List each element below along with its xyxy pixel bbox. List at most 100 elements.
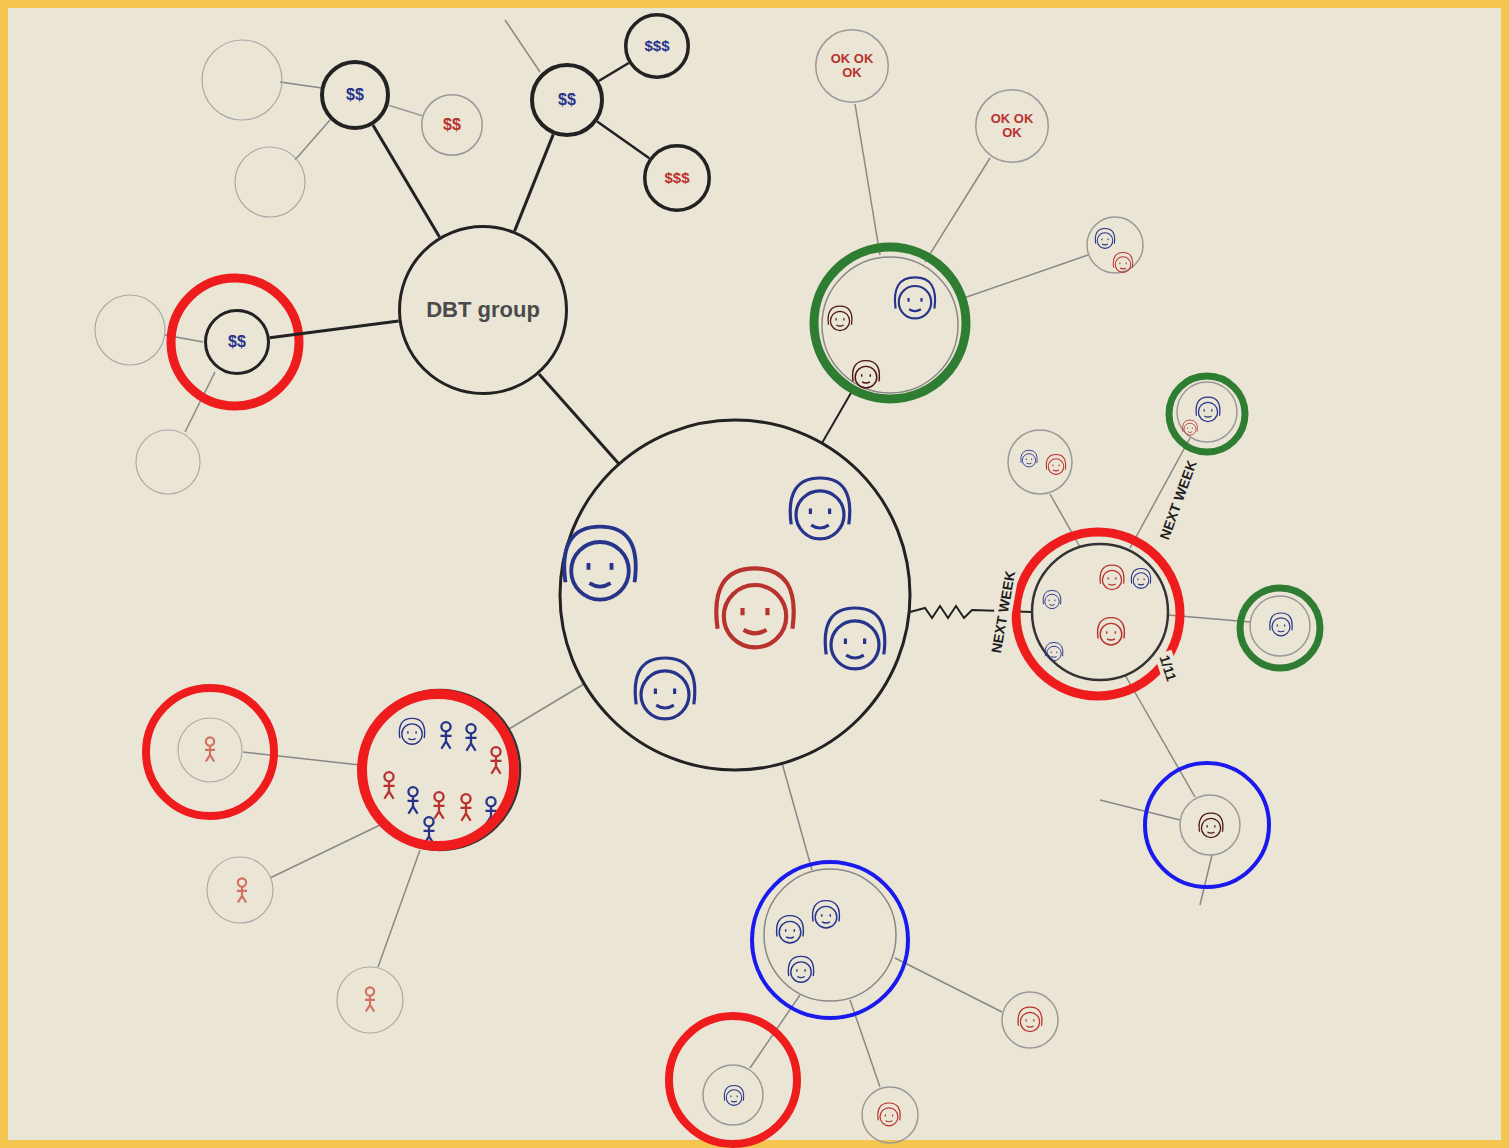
face-drawing	[1199, 813, 1223, 837]
small-circle	[207, 857, 273, 923]
blue-ring	[752, 862, 908, 1018]
node-text: DBT group	[426, 298, 540, 322]
face-drawing	[716, 568, 793, 647]
stick-figure	[461, 794, 472, 821]
face-drawing	[1196, 397, 1220, 421]
face-drawing	[1131, 569, 1150, 589]
branch-line	[925, 158, 990, 262]
small-circle	[1087, 217, 1143, 273]
face-drawing	[1100, 565, 1124, 589]
group-circle	[360, 690, 520, 850]
branch-line	[1200, 855, 1212, 905]
node-circle	[206, 311, 269, 374]
branch-line	[280, 82, 322, 88]
branch-line	[270, 825, 380, 878]
connector-line	[373, 125, 440, 237]
face-drawing	[878, 1103, 900, 1126]
node-circle	[976, 90, 1049, 163]
face-drawing	[777, 916, 804, 943]
node-text: $$	[228, 333, 246, 351]
group-circle	[764, 869, 896, 1001]
blue-ring	[1145, 763, 1269, 887]
face-drawing	[1098, 618, 1125, 645]
face-drawing	[564, 527, 635, 600]
empty-circle	[235, 147, 305, 217]
node-text: $$$	[664, 170, 689, 187]
stick-figure	[408, 787, 419, 814]
branch-line	[539, 374, 619, 464]
face-drawing	[813, 901, 840, 928]
branch-line	[505, 20, 540, 72]
page-frame	[4, 4, 1505, 1144]
branch-line	[782, 763, 812, 870]
small-circle	[178, 718, 242, 782]
face-drawing	[1183, 420, 1198, 435]
face-drawing	[1045, 642, 1063, 660]
branch-line	[958, 255, 1088, 300]
small-circle	[1008, 430, 1072, 494]
empty-circle	[136, 430, 200, 494]
node-text: $$$	[644, 38, 669, 55]
circle-node: OK OK OK	[975, 89, 1049, 163]
small-circle	[862, 1087, 918, 1143]
small-circle	[1180, 795, 1240, 855]
stick-figures	[205, 722, 502, 1011]
node-circle	[626, 15, 689, 78]
face-drawing	[1018, 1007, 1042, 1031]
thin-branch-lines	[165, 20, 1250, 1087]
stick-figure	[237, 878, 247, 902]
face-drawing	[399, 718, 424, 744]
circle-node: $$	[421, 94, 483, 156]
connector-line	[388, 105, 422, 115]
connector-line	[599, 63, 629, 81]
connector-line	[597, 121, 649, 158]
face-drawing	[724, 1086, 743, 1106]
node-circle	[645, 146, 710, 211]
highlight-rings	[146, 247, 1320, 1144]
node-text: OK OK OK	[827, 52, 877, 81]
group-circle	[822, 257, 958, 393]
faces	[399, 229, 1292, 1126]
handwritten-note: NEXT WEEK	[1154, 455, 1201, 545]
handwritten-note: NEXT WEEK	[986, 566, 1019, 657]
circle-node: $$	[530, 63, 604, 137]
node-text: $$	[558, 91, 576, 109]
circle-node: DBT group	[398, 225, 568, 395]
branch-line	[295, 120, 330, 160]
branch-line	[895, 958, 1002, 1012]
branch-lines	[509, 374, 1032, 870]
node-circle	[400, 227, 567, 394]
small-circle	[1250, 596, 1310, 656]
node-circle	[422, 95, 483, 156]
connector-line	[515, 134, 554, 231]
empty-circle	[95, 295, 165, 365]
red-ring	[1016, 532, 1180, 696]
face-drawing	[1095, 229, 1114, 249]
stick-figure	[466, 724, 477, 751]
face-drawing	[788, 956, 813, 982]
face-drawing	[1113, 253, 1132, 273]
circle-node: $$$	[624, 13, 690, 79]
small-circle	[1002, 992, 1058, 1048]
empty-circle	[202, 40, 282, 120]
red-ring	[146, 688, 274, 816]
handwritten-note: 1/11	[1154, 650, 1181, 686]
face-drawing	[790, 478, 850, 539]
face-drawing	[1046, 455, 1065, 475]
small-circle	[337, 967, 403, 1033]
stick-figure	[384, 772, 395, 799]
node-circle	[816, 30, 889, 103]
stick-figure	[365, 987, 375, 1011]
stick-figure	[424, 817, 435, 844]
small-circle	[703, 1065, 763, 1125]
green-ring	[814, 247, 966, 399]
circle-node: $$	[204, 309, 270, 375]
circles	[95, 40, 1310, 1143]
node-circle	[532, 65, 602, 135]
branch-line	[855, 104, 880, 255]
circle-node: $$$	[643, 144, 711, 212]
face-drawing	[853, 361, 880, 388]
red-ring	[362, 694, 514, 846]
